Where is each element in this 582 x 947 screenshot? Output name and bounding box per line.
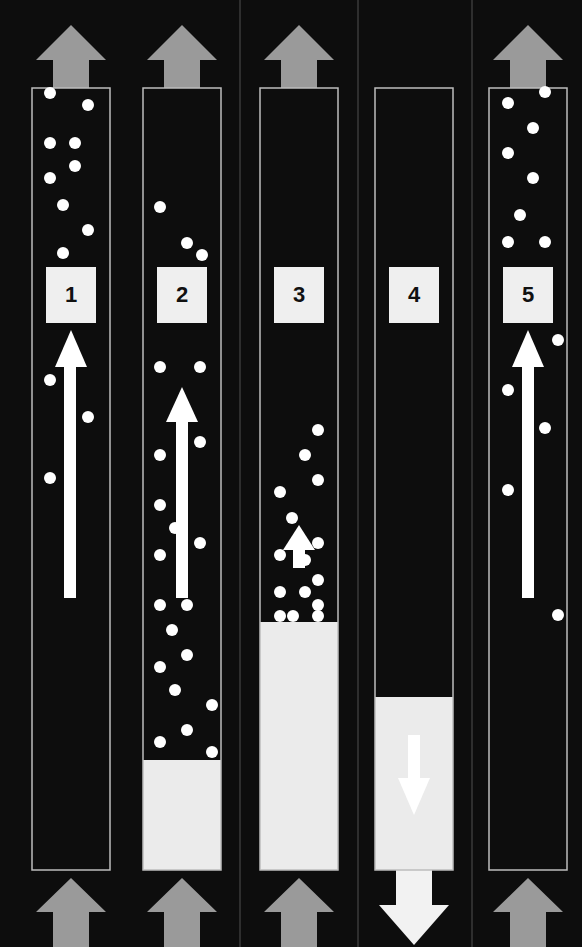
- label-box: 3: [274, 267, 324, 323]
- outflow-arrow: [379, 870, 449, 945]
- label-box: 1: [46, 267, 96, 323]
- panel-dividers: [240, 0, 472, 947]
- column-number: 5: [522, 284, 534, 306]
- column-number: 4: [408, 284, 420, 306]
- flow-arrows: [55, 330, 544, 815]
- settled-beds: [143, 622, 453, 870]
- label-box: 2: [157, 267, 207, 323]
- gas-inflow-arrows: [36, 25, 563, 947]
- label-box: 5: [503, 267, 553, 323]
- label-box: 4: [389, 267, 439, 323]
- column-number: 3: [293, 284, 305, 306]
- column-number: 1: [65, 284, 77, 306]
- particles: [44, 86, 564, 758]
- column-outlines: [32, 88, 567, 870]
- column-number: 2: [176, 284, 188, 306]
